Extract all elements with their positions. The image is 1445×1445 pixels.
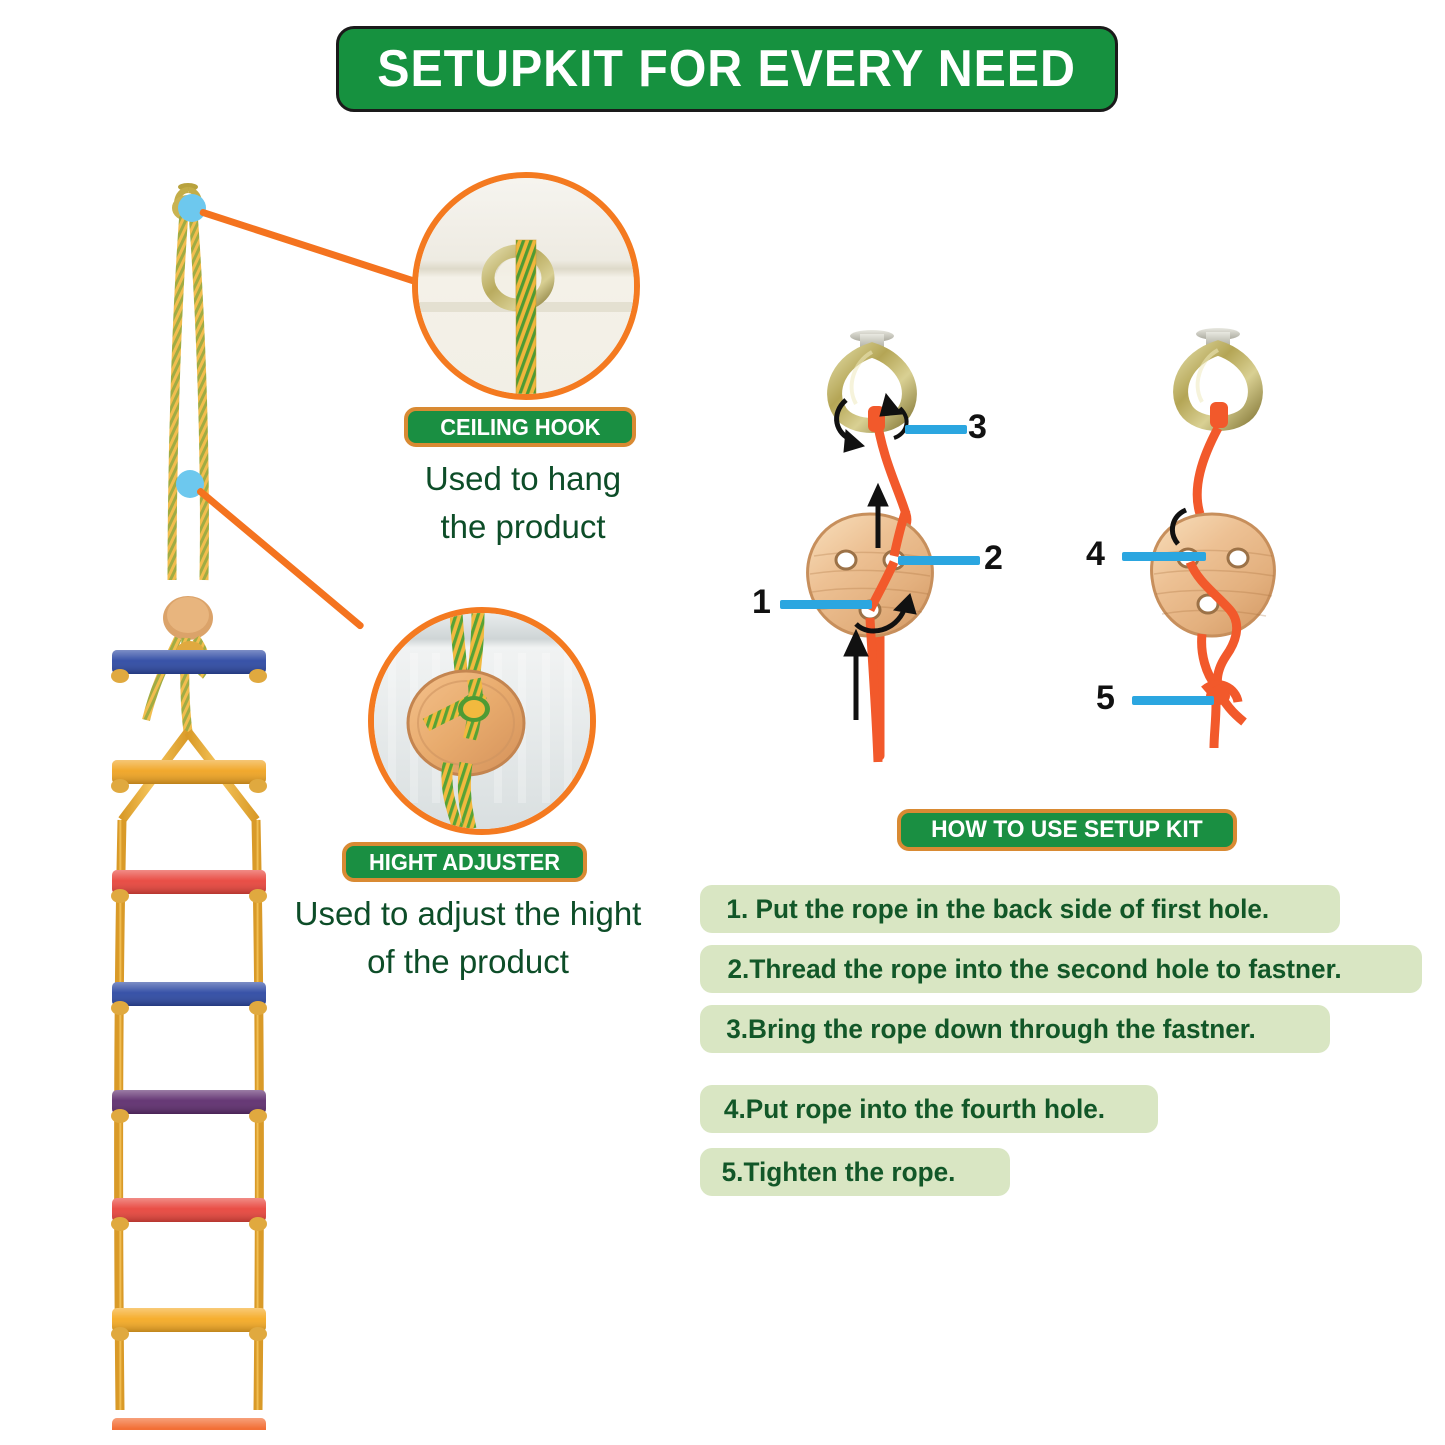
motion-arrow-right: [1169, 507, 1188, 546]
fastner-knot-right: [1210, 402, 1228, 428]
label-ceiling-hook-text: CEILING HOOK: [439, 413, 601, 440]
callout-line-2: [898, 556, 980, 565]
plate-hole-top-left: [834, 549, 858, 571]
callout-line-3: [905, 425, 967, 434]
label-how-to-use: HOW TO USE SETUP KIT: [897, 809, 1237, 851]
caption-ceiling-hook: Used to hang the product: [424, 460, 622, 545]
instruction-step-5-text: 5.Tighten the rope.: [721, 1156, 956, 1187]
tightening-knot: [1201, 680, 1247, 748]
plate-hole-top-right-r: [1226, 547, 1250, 569]
callout-number-5: 5: [1096, 679, 1115, 717]
rope-path-right-upper: [1192, 425, 1222, 516]
instruction-step-1: 1. Put the rope in the back side of firs…: [700, 885, 1340, 933]
page-title: SETUPKIT FOR EVERY NEED: [336, 26, 1118, 112]
photo-inset-height-adjuster: [368, 607, 596, 835]
label-height-adjuster: HIGHT ADJUSTER: [342, 842, 587, 882]
photo-height-adjuster-icon: [163, 596, 213, 640]
instruction-step-5: 5.Tighten the rope.: [700, 1148, 1010, 1196]
instruction-step-3-text: 3.Bring the rope down through the fastne…: [726, 1013, 1256, 1044]
instruction-step-4: 4.Put rope into the fourth hole.: [700, 1085, 1158, 1133]
instruction-step-3: 3.Bring the rope down through the fastne…: [700, 1005, 1330, 1053]
label-ceiling-hook: CEILING HOOK: [404, 407, 636, 447]
motion-arrows-left: [834, 392, 917, 720]
plate-hole-bottom-r: [1196, 593, 1220, 615]
callout-line-1: [780, 600, 872, 609]
diagram-steps-1-3: [806, 330, 934, 763]
callout-number-4: 4: [1086, 535, 1105, 573]
product-photo-rope-ladder: [111, 183, 267, 1430]
instruction-step-4-text: 4.Put rope into the fourth hole.: [723, 1093, 1106, 1124]
callout-number-1: 1: [752, 583, 771, 621]
caption-height-adjuster: Used to adjust the hight of the product: [294, 895, 642, 980]
ladder-rungs: [112, 650, 266, 1430]
callout-number-3: 3: [968, 408, 987, 446]
callout-number-2: 2: [984, 539, 1003, 577]
rope-path-right-lower: [1185, 560, 1242, 689]
instruction-step-2-text: 2.Thread the rope into the second hole t…: [727, 953, 1342, 984]
callout-marker-ceiling-hook: [178, 194, 206, 222]
wooden-tensioner-plate-left: [806, 512, 934, 638]
callout-line-4: [1122, 552, 1206, 561]
wooden-tensioner-plate-right: [1150, 512, 1276, 638]
label-how-to-use-text: HOW TO USE SETUP KIT: [931, 816, 1203, 843]
page-title-text: SETUPKIT FOR EVERY NEED: [377, 40, 1077, 98]
diagram-steps-4-5: [1150, 328, 1276, 748]
photo-inset-ceiling-hook: [412, 172, 640, 400]
callout-line-5: [1132, 696, 1214, 705]
label-height-adjuster-text: HIGHT ADJUSTER: [368, 848, 561, 875]
instruction-step-2: 2.Thread the rope into the second hole t…: [700, 945, 1422, 993]
instruction-step-1-text: 1. Put the rope in the back side of firs…: [726, 893, 1270, 924]
